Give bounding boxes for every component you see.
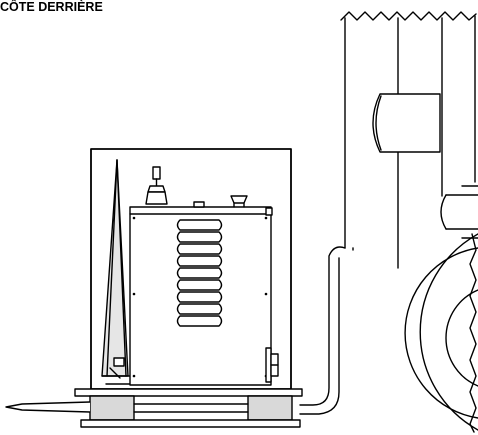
pallet-block-right [248, 396, 292, 420]
pallet [75, 389, 302, 427]
pallet-top-board [75, 389, 302, 396]
support-wedge [102, 160, 130, 384]
duct-break-line [341, 12, 476, 20]
pallet-bottom-board [81, 420, 300, 427]
page-title: CÔTE DERRIÈRE [0, 0, 103, 14]
side-connector [266, 348, 278, 382]
pallet-block-left [90, 396, 134, 420]
forklift-fork [6, 402, 90, 412]
vent-slot-icon [178, 220, 222, 326]
top-stud [194, 202, 204, 207]
wedge-latch [114, 358, 124, 366]
handle-icon [146, 167, 167, 204]
round-tank [405, 234, 478, 432]
pipe-collar-upper [373, 94, 440, 152]
unit-casing [130, 207, 271, 385]
side-bracket [266, 208, 272, 215]
pipe-loop [300, 247, 353, 414]
pipe-stub-right [441, 186, 478, 238]
cap-icon [231, 196, 247, 207]
tank-break-line [470, 234, 476, 432]
